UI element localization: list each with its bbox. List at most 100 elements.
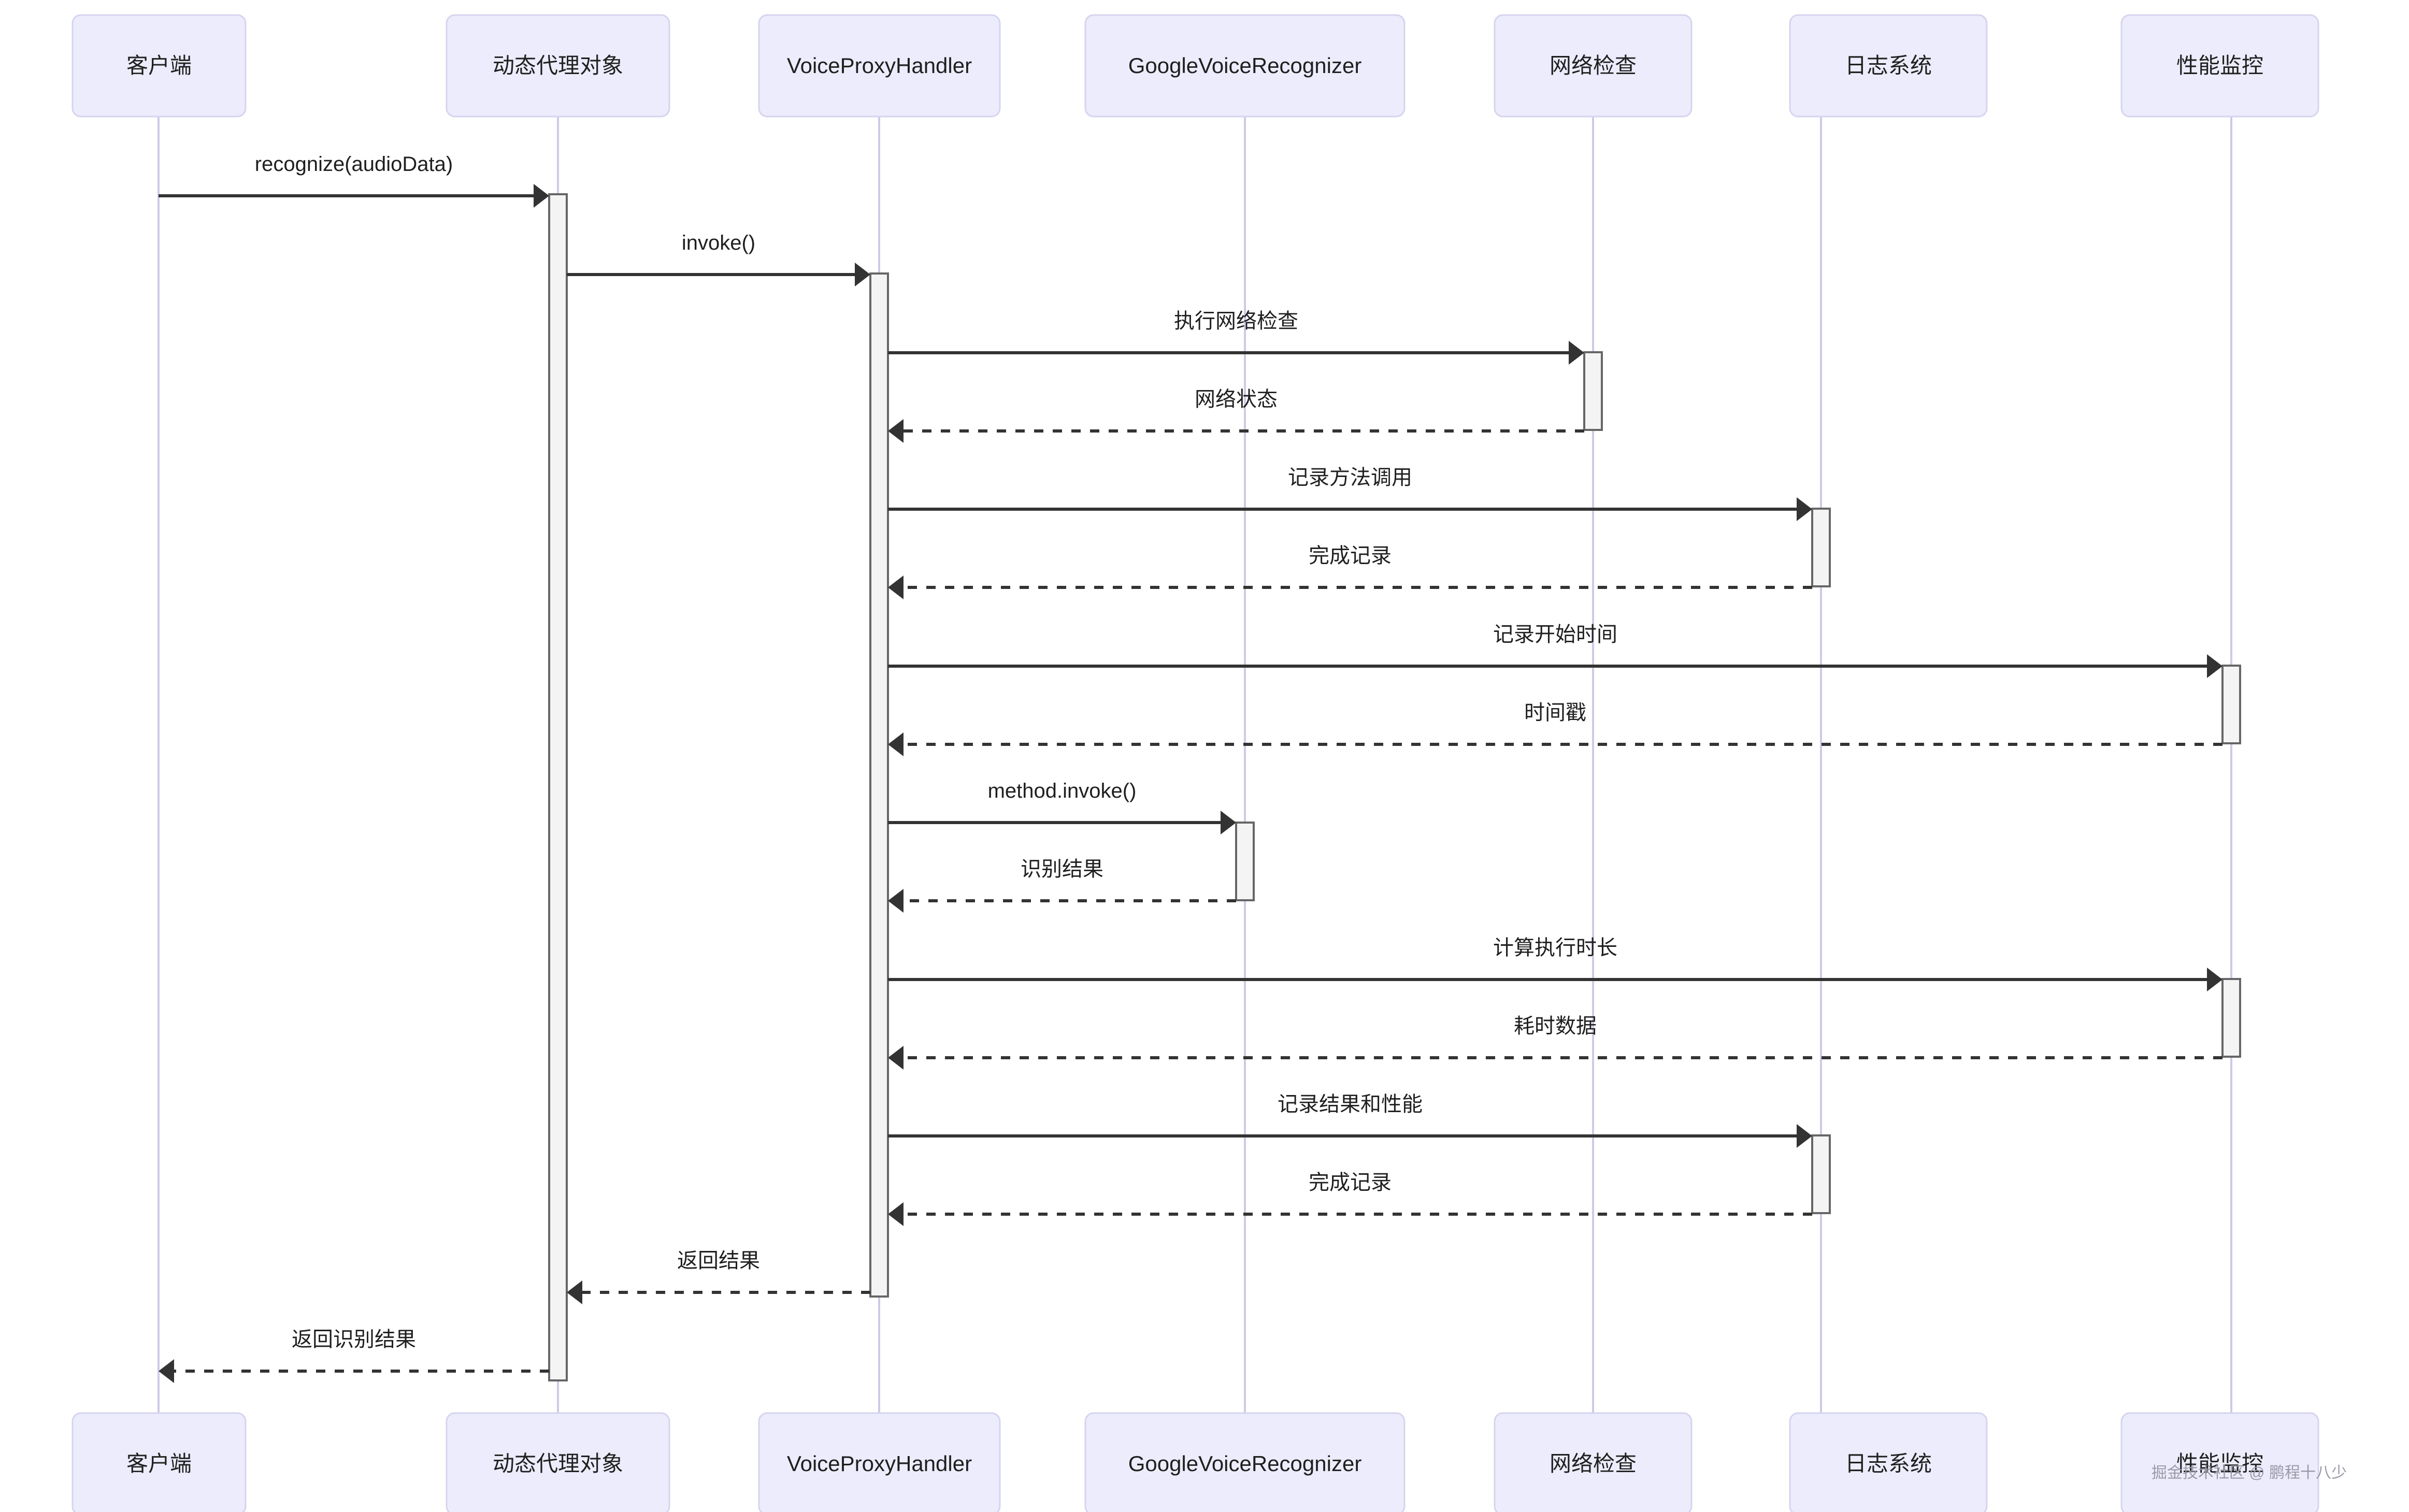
- activations-layer: [548, 193, 2241, 1381]
- message-m14: 完成记录: [888, 1171, 1812, 1226]
- activation-bar-recognizer: [1235, 822, 1255, 901]
- participant-label: 客户端: [126, 1451, 192, 1476]
- message-arrowhead: [1221, 811, 1236, 834]
- message-label: 完成记录: [1309, 544, 1392, 567]
- participant-label: GoogleVoiceRecognizer: [1128, 1451, 1362, 1476]
- message-m5: 记录方法调用: [888, 466, 1812, 521]
- message-arrowhead: [1797, 497, 1812, 521]
- message-label: 耗时数据: [1514, 1015, 1597, 1038]
- participant-box-rect[interactable]: [1494, 1412, 1693, 1512]
- participant-label: 性能监控: [2176, 53, 2263, 78]
- participant-header-monitor[interactable]: 性能监控: [2120, 14, 2319, 118]
- participant-box-rect[interactable]: [2120, 14, 2319, 118]
- participant-footer-network[interactable]: 网络检查: [1494, 1412, 1693, 1512]
- message-m10: 识别结果: [888, 858, 1236, 913]
- message-m16: 返回识别结果: [159, 1328, 549, 1383]
- activation-bar-logger: [1811, 508, 1831, 587]
- message-arrowhead: [2207, 654, 2222, 678]
- participant-box-rect[interactable]: [71, 14, 247, 118]
- watermark-text: 掘金技术社区 @ 鹏程十八少: [2152, 1464, 2347, 1481]
- participant-header-network[interactable]: 网络检查: [1494, 14, 1693, 118]
- participant-label: 动态代理对象: [493, 53, 623, 78]
- message-arrowhead: [855, 263, 870, 286]
- message-arrowhead: [534, 184, 549, 208]
- participant-footer-recognizer[interactable]: GoogleVoiceRecognizer: [1084, 1412, 1406, 1512]
- message-m11: 计算执行时长: [888, 937, 2222, 991]
- activation-bar-monitor: [2221, 665, 2241, 744]
- participant-footer-client[interactable]: 客户端: [71, 1412, 247, 1512]
- participant-footer-monitor[interactable]: 性能监控: [2120, 1412, 2319, 1512]
- message-m7: 记录开始时间: [888, 623, 2222, 678]
- header-participant-boxes: 客户端 动态代理对象 VoiceProxyHandler GoogleVoiceRec…: [71, 14, 2319, 118]
- participant-label: GoogleVoiceRecognizer: [1128, 53, 1362, 78]
- participant-box-rect[interactable]: [758, 1412, 1001, 1512]
- participant-box-rect[interactable]: [446, 1412, 670, 1512]
- message-m9: method.invoke(): [888, 780, 1236, 834]
- activation-bar-monitor: [2221, 978, 2241, 1058]
- participant-label: 网络检查: [1550, 1451, 1637, 1476]
- participant-header-recognizer[interactable]: GoogleVoiceRecognizer: [1084, 14, 1406, 118]
- message-label: 记录结果和性能: [1278, 1093, 1423, 1116]
- message-m1: recognize(audioData): [159, 153, 549, 208]
- message-label: method.invoke(): [988, 780, 1137, 802]
- participant-label: 网络检查: [1550, 53, 1637, 78]
- participant-label: 日志系统: [1845, 1451, 1932, 1476]
- message-label: invoke(): [682, 232, 755, 254]
- message-arrowhead: [1797, 1124, 1812, 1148]
- participant-footer-logger[interactable]: 日志系统: [1789, 1412, 1988, 1512]
- message-label: 记录开始时间: [1493, 623, 1617, 646]
- participant-box-rect[interactable]: [1084, 1412, 1406, 1512]
- message-m8: 时间戳: [888, 701, 2222, 756]
- message-arrowhead: [888, 419, 904, 443]
- message-m12: 耗时数据: [888, 1015, 2222, 1070]
- participant-header-logger[interactable]: 日志系统: [1789, 14, 1988, 118]
- participant-label: 性能监控: [2176, 1451, 2263, 1476]
- participant-box-rect[interactable]: [2120, 1412, 2319, 1512]
- message-arrowhead: [159, 1359, 174, 1383]
- message-m15: 返回结果: [567, 1249, 870, 1304]
- message-label: 时间戳: [1524, 701, 1586, 724]
- message-label: 识别结果: [1021, 858, 1103, 881]
- participant-label: 日志系统: [1845, 53, 1932, 78]
- participant-label: VoiceProxyHandler: [787, 53, 972, 78]
- participant-box-rect[interactable]: [71, 1412, 247, 1512]
- message-label: 返回结果: [677, 1249, 760, 1272]
- activation-bar-handler: [869, 272, 889, 1298]
- message-arrowhead: [888, 1202, 904, 1226]
- participant-header-handler[interactable]: VoiceProxyHandler: [758, 14, 1001, 118]
- message-m13: 记录结果和性能: [888, 1093, 1812, 1148]
- activation-bar-logger: [1811, 1134, 1831, 1214]
- message-m3: 执行网络检查: [888, 310, 1584, 365]
- participant-box-rect[interactable]: [1789, 14, 1988, 118]
- participant-footer-proxy[interactable]: 动态代理对象: [446, 1412, 670, 1512]
- message-arrowhead: [567, 1280, 582, 1304]
- message-label: 计算执行时长: [1493, 937, 1617, 959]
- message-label: 完成记录: [1309, 1171, 1392, 1194]
- messages-layer: recognize(audioData) invoke() 执行网络检查网络状态记录…: [159, 153, 2222, 1383]
- watermark: 掘金技术社区 @ 鹏程十八少: [2152, 1464, 2347, 1481]
- participant-label: 动态代理对象: [493, 1451, 623, 1476]
- participant-box-rect[interactable]: [1084, 14, 1406, 118]
- message-label: 返回识别结果: [292, 1328, 416, 1351]
- activation-bar-proxy: [548, 193, 568, 1381]
- participant-header-client[interactable]: 客户端: [71, 14, 247, 118]
- message-arrowhead: [2207, 968, 2222, 991]
- message-m6: 完成记录: [888, 544, 1812, 599]
- activation-bar-network: [1583, 351, 1603, 431]
- message-label: recognize(audioData): [255, 153, 453, 176]
- message-m4: 网络状态: [888, 388, 1584, 443]
- message-m2: invoke(): [567, 232, 870, 286]
- participant-box-rect[interactable]: [1494, 14, 1693, 118]
- message-label: 执行网络检查: [1174, 310, 1298, 333]
- footer-participant-boxes: 客户端 动态代理对象 VoiceProxyHandler GoogleVoiceRec…: [71, 1412, 2319, 1512]
- message-arrowhead: [888, 732, 904, 756]
- participant-box-rect[interactable]: [1789, 1412, 1988, 1512]
- participant-box-rect[interactable]: [758, 14, 1001, 118]
- message-label: 网络状态: [1195, 388, 1278, 411]
- participant-box-rect[interactable]: [446, 14, 670, 118]
- participant-label: 客户端: [126, 53, 192, 78]
- participant-footer-handler[interactable]: VoiceProxyHandler: [758, 1412, 1001, 1512]
- participant-header-proxy[interactable]: 动态代理对象: [446, 14, 670, 118]
- message-arrowhead: [888, 1046, 904, 1070]
